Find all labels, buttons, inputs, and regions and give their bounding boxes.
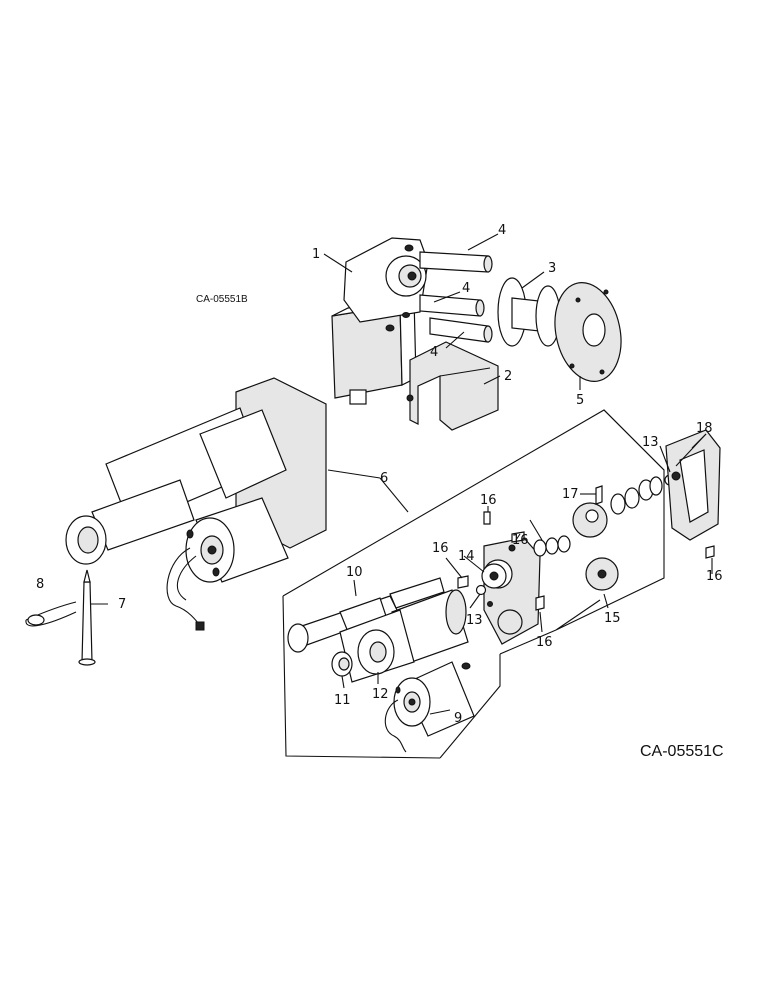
callout-18: 18 (696, 421, 713, 436)
callout-7: 7 (118, 597, 126, 612)
washers-set (533, 535, 571, 557)
pin-part-4-top (419, 251, 493, 273)
callout-10: 10 (346, 565, 363, 580)
washer-stack (610, 476, 663, 515)
gear-part-15 (572, 502, 619, 591)
callout-4: 4 (462, 281, 470, 296)
callout-1: 1 (312, 247, 320, 262)
pin-part-7 (78, 569, 96, 666)
callout-12: 12 (372, 687, 389, 702)
washer-part-13-lower (475, 584, 487, 596)
pin-part-4-middle (419, 294, 485, 317)
gear-part-14 (481, 563, 507, 589)
callout-4: 4 (430, 345, 438, 360)
callout-13: 13 (466, 613, 483, 628)
callout-11: 11 (334, 693, 351, 708)
callout-14: 14 (458, 549, 475, 564)
callout-16: 16 (536, 635, 553, 650)
callout-3: 3 (548, 261, 556, 276)
callout-15: 15 (604, 611, 621, 626)
callout-16: 16 (706, 569, 723, 584)
callout-9: 9 (454, 711, 462, 726)
callout-labels: 1 4 3 4 4 2 5 6 8 7 10 16 16 16 14 13 16… (36, 223, 723, 726)
bracket-part-2 (406, 341, 499, 431)
callout-5: 5 (576, 393, 584, 408)
clip-part-8 (25, 601, 77, 627)
motor-part-9 (384, 661, 475, 753)
ring-part-11 (331, 651, 353, 677)
leader-lines (90, 233, 713, 715)
cover-part-18 (665, 429, 721, 541)
callout-13: 13 (642, 435, 659, 450)
bushing-part-12 (357, 629, 395, 675)
exploded-detail-frame (282, 409, 665, 759)
callout-4: 4 (498, 223, 506, 238)
drawing-code-lower: CA-05551C (640, 743, 724, 760)
screws-part-16 (457, 511, 715, 611)
linear-actuator-part-6 (65, 377, 327, 631)
callout-16: 16 (512, 533, 529, 548)
callout-6: 6 (380, 471, 388, 486)
gear-housing-plate (483, 537, 541, 645)
callout-16: 16 (432, 541, 449, 556)
callout-16: 16 (480, 493, 497, 508)
actuator-bracket-assembly (331, 237, 622, 431)
callout-17: 17 (562, 487, 579, 502)
callout-2: 2 (504, 369, 512, 384)
callout-8: 8 (36, 577, 44, 592)
gear-housing-part-1 (331, 237, 429, 405)
drawing-code-upper: CA-05551B (196, 294, 248, 305)
pin-part-17 (595, 485, 603, 505)
plate-part-5 (554, 282, 622, 382)
pin-part-4-lower (429, 317, 493, 343)
